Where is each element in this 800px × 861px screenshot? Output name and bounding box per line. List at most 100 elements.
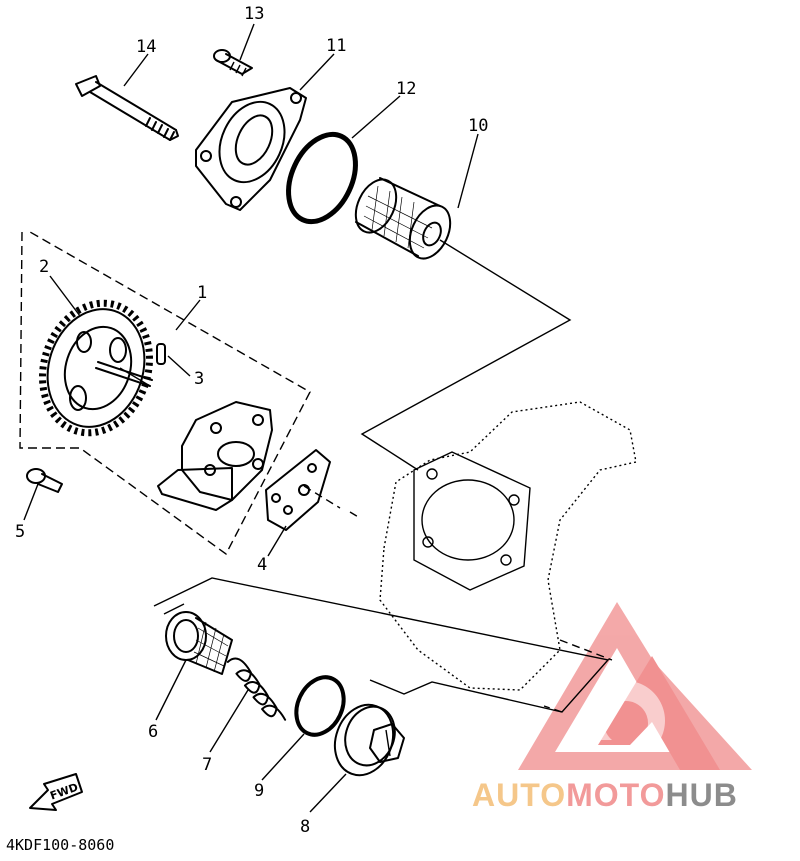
gear-window-2 (109, 337, 127, 363)
plug-hex (369, 723, 405, 763)
filter-center-hole (422, 221, 442, 247)
bolt-head (75, 75, 101, 97)
pump-strainer-shoe (157, 467, 233, 511)
watermark-hub: HUB (665, 777, 737, 813)
callout-labels: 1 2 3 4 5 6 7 8 9 10 11 12 13 14 (15, 4, 488, 837)
leader-7 (209, 689, 249, 753)
watermark-auto: AUTO (472, 777, 566, 813)
screw-head (26, 468, 46, 484)
pump-hole-2 (252, 414, 264, 426)
leader-3 (167, 355, 191, 377)
cylinder-bore (421, 479, 515, 561)
part-11-filter-cover (195, 87, 307, 211)
part-code: 4KDF100-8060 (6, 836, 114, 854)
stud-hole-4 (422, 536, 434, 548)
leader-14 (123, 53, 149, 87)
callout-6: 6 (148, 722, 158, 742)
filter-back-end (354, 178, 398, 234)
pin-leader (119, 367, 151, 387)
callout-2: 2 (39, 257, 49, 277)
gasket-to-case-leader (303, 485, 361, 519)
plug-hex-edge (385, 729, 391, 757)
leader-9 (261, 733, 305, 781)
cover-bore-inner (234, 114, 274, 166)
crankcase-shell (379, 401, 637, 691)
leader-13 (239, 23, 255, 61)
gear-window-1 (69, 385, 87, 411)
fwd-arrow: FWD (29, 773, 83, 811)
plug-flange-inner (344, 705, 396, 767)
filter-front-end (408, 204, 452, 260)
pump-boss (217, 441, 255, 467)
callout-11: 11 (326, 36, 346, 56)
leader-8 (309, 773, 347, 813)
filter-mesh (363, 185, 433, 249)
gasket-hole-2 (283, 505, 293, 515)
callout-12: 12 (396, 79, 416, 99)
strainer-body (187, 617, 233, 675)
part-4-gasket (265, 449, 331, 531)
bolt-tip (169, 129, 179, 141)
short-bolt-thread (229, 61, 247, 77)
callout-7: 7 (202, 755, 212, 775)
callout-10: 10 (468, 116, 488, 136)
callout-leaders (23, 23, 479, 813)
part-1-pump-body (157, 401, 273, 511)
leader-4 (267, 525, 287, 557)
strainer-leader (543, 639, 613, 713)
gear-window-3 (76, 331, 92, 353)
gasket-hole-4 (271, 493, 281, 503)
pump-hole-4 (204, 464, 216, 476)
pin-body (156, 343, 166, 365)
pump-hole-3 (252, 458, 264, 470)
screw-shank (37, 473, 63, 493)
part-2-drive-gear (39, 299, 153, 437)
callout-3: 3 (194, 369, 204, 389)
gasket-plate (265, 449, 331, 531)
part-13-short-bolt (213, 49, 253, 77)
cover-hole-2 (290, 92, 302, 104)
callout-1: 1 (197, 283, 207, 303)
leader-10 (457, 133, 479, 209)
logo-g-curve (585, 680, 665, 740)
part-3-pin (119, 343, 166, 387)
watermark-logo (518, 602, 752, 770)
pump-hole-1 (210, 422, 222, 434)
gasket-hole-3 (307, 463, 317, 473)
short-bolt-shank (215, 53, 253, 75)
cylinder-gasket (413, 451, 531, 591)
part-7-spring (226, 657, 287, 721)
cover-hole-1 (200, 150, 212, 162)
part-6-strainer (165, 611, 233, 675)
gasket-hole-1 (298, 484, 310, 496)
callout-8: 8 (300, 817, 310, 837)
leader-2 (49, 275, 81, 317)
part-14-long-bolt (75, 75, 179, 141)
strainer-cap-inner (173, 619, 199, 653)
logo-second-peak (598, 656, 720, 770)
part-5-screw (26, 468, 63, 493)
spring-coils (226, 657, 287, 721)
leader-1 (175, 299, 201, 331)
stud-hole-2 (508, 494, 520, 506)
filter-body-lines (355, 177, 441, 257)
leader-11 (299, 53, 335, 91)
leader-6 (155, 659, 187, 721)
bolt-thread (145, 117, 175, 141)
cover-bore-outer (218, 100, 286, 184)
leader-12 (351, 95, 401, 139)
stud-hole-1 (426, 468, 438, 480)
watermark-wordmark: AUTOMOTOHUB (472, 777, 738, 813)
cover-flange (195, 87, 307, 211)
callout-13: 13 (244, 4, 264, 24)
callout-9: 9 (254, 781, 264, 801)
callout-5: 5 (15, 522, 25, 542)
callout-14: 14 (136, 37, 156, 57)
cover-hole-3 (230, 196, 242, 208)
part-10-oil-filter (354, 177, 452, 260)
part-8-drain-plug (333, 703, 405, 777)
strainer-group-box (153, 577, 610, 713)
filter-to-case-leader (360, 239, 572, 471)
crankcase-outline (379, 401, 637, 691)
